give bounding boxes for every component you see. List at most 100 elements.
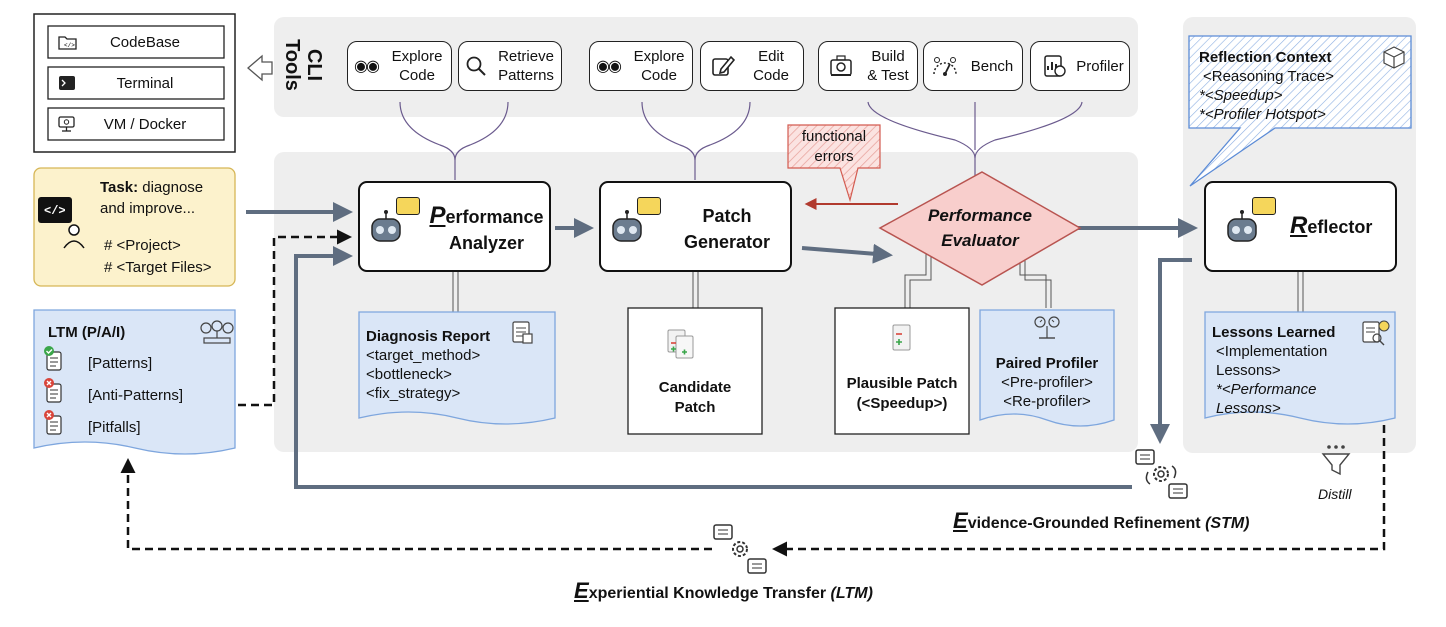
anti-pattern-x-icon <box>44 378 62 403</box>
generator-explore-link <box>641 101 696 180</box>
cli-tools-title: CLI Tools <box>279 25 325 105</box>
diagnosis-report-text: Diagnosis Report <target_method> <bottle… <box>366 327 516 403</box>
patch-file-icon <box>892 324 911 351</box>
analyzer-name: Performance Analyzer <box>424 203 549 256</box>
tool-label-line1: Bench <box>970 58 1014 75</box>
brain-tree-icon <box>200 320 234 344</box>
functional-errors-label: functional errors <box>788 127 880 167</box>
robot-icon <box>368 209 408 252</box>
evaluator-build-link <box>867 101 976 180</box>
lessons-learned-line3: *<Performance <box>1216 381 1317 398</box>
evaluator-name-line1: Performance <box>928 206 1032 225</box>
lessons-learned-document <box>1204 311 1396 425</box>
tool-label-line1: Build <box>871 48 905 65</box>
reflection-context-line2: *<Speedup> <box>1199 87 1283 104</box>
patch-generator-agent[interactable]: Patch Generator <box>599 181 792 272</box>
ltm-loop-label: Experiential Knowledge Transfer (LTM) <box>574 578 873 604</box>
ltm-document <box>33 309 236 455</box>
chat-bubble-icon <box>637 197 661 215</box>
distill-dashed-arrow <box>772 425 1386 557</box>
generator-to-evaluator-arrow <box>801 243 893 264</box>
reflector-name: Reflector <box>1290 213 1390 240</box>
chat-bubble-icon <box>396 197 420 215</box>
diagnosis-report-document <box>358 311 556 425</box>
tool-bench[interactable]: Bench <box>923 41 1023 91</box>
tool-profiler[interactable]: Profiler <box>1030 41 1130 91</box>
analyzer-retrieve-link <box>454 101 509 161</box>
patch-files-icon <box>667 329 694 359</box>
performance-analyzer-agent[interactable]: Performance Analyzer <box>358 181 551 272</box>
task-project: # <Project> <box>104 237 181 254</box>
tool-label-line2: & Test <box>867 67 909 84</box>
eyes-icon: ◉◉ <box>596 58 622 75</box>
tool-retrieve-patterns[interactable]: Retrieve Patterns <box>458 41 562 91</box>
candidate-patch-line2: Patch <box>674 399 716 416</box>
tool-label-line1: Profiler <box>1076 58 1124 75</box>
ltm-loop-tag: (LTM) <box>830 585 873 602</box>
paired-profiler-document <box>979 309 1115 427</box>
tool-label-line2: Code <box>641 67 677 84</box>
lessons-learned-line1: <Implementation <box>1216 343 1328 360</box>
ltm-loop-text: xperiential Knowledge Transfer <box>588 585 827 602</box>
ltm-loop-initial: E <box>574 578 589 603</box>
plausible-patch-line1: Plausible Patch <box>846 375 958 392</box>
magnifier-icon <box>466 56 486 76</box>
stm-loop-arrow <box>294 246 1132 489</box>
candidate-patch-box <box>627 307 763 435</box>
ltm-title: LTM (P/A/I) <box>48 324 126 341</box>
stm-loop-label: Evidence-Grounded Refinement (STM) <box>953 508 1250 534</box>
tool-label-line1: Retrieve <box>498 48 554 65</box>
folder-code-icon: </> <box>58 36 77 50</box>
tools-to-env-arrow <box>247 54 273 82</box>
env-vm-box <box>47 107 225 141</box>
reflector-to-stm-arrow <box>1150 258 1192 444</box>
diagnosis-report-line2: <bottleneck> <box>366 366 452 383</box>
ltm-item-patterns: [Patterns] <box>88 355 153 372</box>
functional-errors-line2: errors <box>814 148 854 165</box>
reflection-context-callout <box>1188 35 1412 187</box>
env-vm-label: VM / Docker <box>103 116 187 133</box>
task-box <box>33 167 236 287</box>
lessons-learned-line2: Lessons> <box>1216 362 1281 379</box>
evaluator-name[interactable]: Performance Evaluator <box>905 203 1055 253</box>
tool-explore-code-analyzer[interactable]: ◉◉ Explore Code <box>347 41 452 91</box>
tool-label-line2: Code <box>753 67 789 84</box>
svg-text:</>: </> <box>64 42 75 49</box>
lessons-learned-text: Lessons Learned <Implementation Lessons>… <box>1212 323 1372 418</box>
pattern-check-icon <box>44 346 62 371</box>
paired-profiler-line2: <Re-profiler> <box>1003 393 1091 410</box>
edit-icon <box>712 55 735 76</box>
generator-name-line1: Patch <box>702 206 752 226</box>
pitfall-x-icon <box>44 410 62 435</box>
cli-tools-title-line2: Tools <box>281 39 303 91</box>
vm-icon <box>58 116 75 132</box>
stm-refine-cycle-icon <box>1135 449 1188 499</box>
tool-edit-code[interactable]: Edit Code <box>700 41 804 91</box>
tool-build-test[interactable]: Build & Test <box>818 41 918 91</box>
evaluator-name-line2: Evaluator <box>941 231 1019 250</box>
analyzer-initial: P <box>429 202 446 229</box>
tool-explore-code-generator[interactable]: ◉◉ Explore Code <box>589 41 693 91</box>
evaluator-profiler-link <box>974 101 1083 159</box>
plausible-patch-line2: (<Speedup>) <box>856 395 948 412</box>
reflector-agent[interactable]: Reflector <box>1204 181 1397 272</box>
functional-errors-callout <box>787 124 881 203</box>
env-terminal-label: Terminal <box>116 75 174 92</box>
stm-loop-tag: (STM) <box>1205 515 1250 532</box>
lessons-learned-line4: Lessons> <box>1216 400 1281 417</box>
tool-label-line2: Code <box>399 67 435 84</box>
build-icon <box>830 55 852 76</box>
paired-profiler-title: Paired Profiler <box>995 355 1099 372</box>
tool-label-line2: Patterns <box>498 67 554 84</box>
plausible-patch-label: Plausible Patch (<Speedup>) <box>835 374 969 414</box>
eyes-icon: ◉◉ <box>354 58 380 75</box>
scale-icon <box>1034 316 1060 339</box>
generator-name: Patch Generator <box>677 203 777 255</box>
terminal-icon <box>59 76 75 90</box>
ltm-item-pitfalls: [Pitfalls] <box>88 419 141 436</box>
analyzer-name-line2: Analyzer <box>448 233 525 253</box>
env-terminal-box <box>47 66 225 100</box>
ltm-return-dashed-arrow <box>120 458 712 551</box>
distill-funnel-icon <box>1321 445 1351 476</box>
distill-label: Distill <box>1318 486 1352 502</box>
